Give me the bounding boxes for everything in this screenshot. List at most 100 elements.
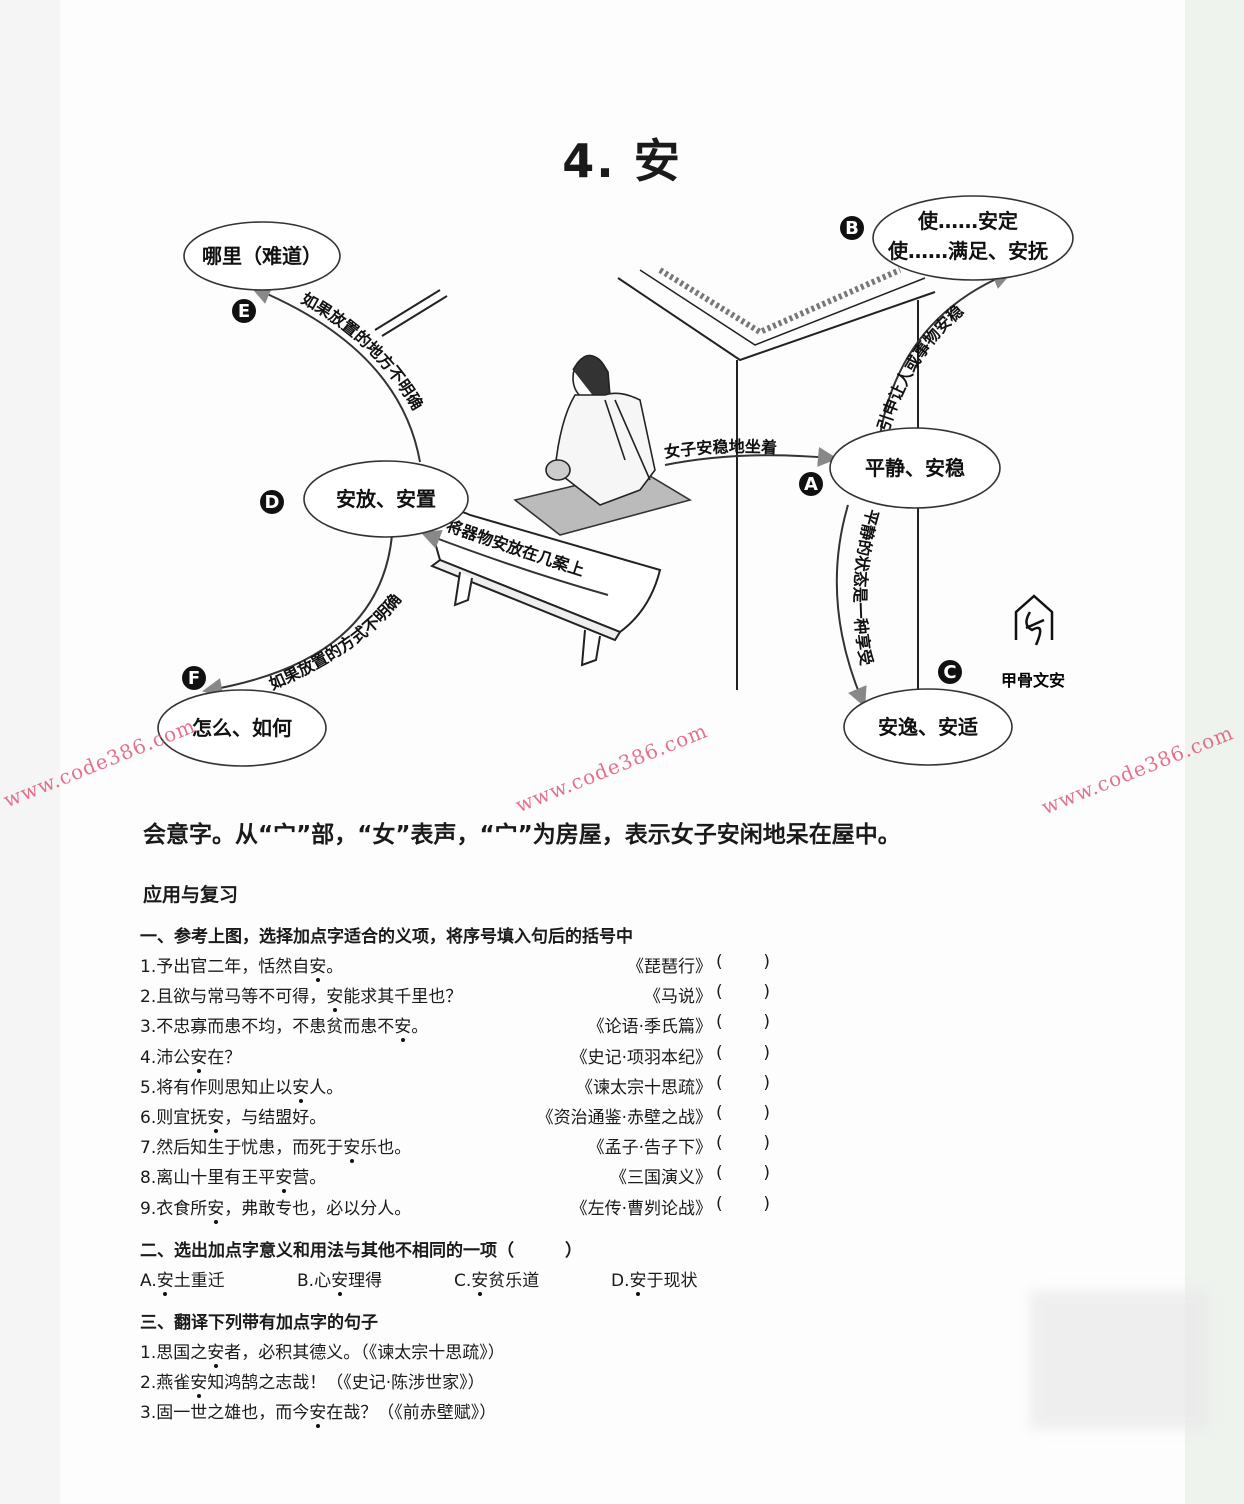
text-after: 乐也。 <box>360 1138 412 1159</box>
dotted-character: 安 <box>394 1012 411 1043</box>
item-number: B. <box>297 1271 315 1291</box>
answer-blank[interactable]: () <box>716 1012 770 1033</box>
blurred-corner <box>1030 1290 1210 1430</box>
answer-blank[interactable]: () <box>716 1042 770 1063</box>
sentence: 8.离山十里有王平安营。 <box>140 1163 327 1194</box>
dotted-character: 安 <box>326 982 343 1013</box>
review-heading: 应用与复习 <box>143 884 239 906</box>
choice-option[interactable]: B.心安理得 <box>297 1266 383 1296</box>
svg-text:A: A <box>804 474 818 495</box>
answer-blank[interactable]: () <box>716 1133 770 1154</box>
badge-C: C <box>938 660 962 684</box>
item-number: 5. <box>140 1077 157 1098</box>
item-number: A. <box>140 1271 157 1291</box>
item-number: 2. <box>140 987 157 1008</box>
dotted-character: 安 <box>343 1133 360 1164</box>
item-number: 9. <box>140 1198 157 1219</box>
text-before: 心 <box>314 1271 332 1291</box>
sentence: 9.衣食所安，弗敢专也，必以分人。 <box>140 1194 411 1224</box>
item-number: 6. <box>140 1108 157 1128</box>
dotted-character: 安 <box>207 1103 224 1133</box>
node-B-line1: 使……安定 <box>917 209 1018 233</box>
answer-blank[interactable]: () <box>716 1193 770 1214</box>
item-number: 2. <box>140 1373 157 1393</box>
choice-option[interactable]: A.安土重迁 <box>140 1266 225 1296</box>
item-number: 8. <box>140 1168 157 1189</box>
text-before: 衣食所 <box>156 1198 208 1219</box>
badge-D: D <box>260 490 284 514</box>
text-after: 贫乐道 <box>488 1271 540 1291</box>
node-D-text: 安放、安置 <box>336 487 436 511</box>
source-title: 《资治通鉴·赤壁之战》 <box>536 1108 712 1128</box>
text-before: 思国之 <box>156 1343 208 1363</box>
question-row: 3.不忠寡而患不均，不患贫而患不安。《论语·季氏篇》() <box>140 1012 780 1043</box>
dotted-character: 安 <box>309 952 326 982</box>
sentence: 3.不忠寡而患不均，不患贫而患不安。 <box>140 1012 429 1043</box>
answer-blank[interactable]: () <box>716 1103 770 1123</box>
text-after: 于现状 <box>646 1271 698 1291</box>
text-after: 。 <box>411 1017 429 1038</box>
question-row: 5.将有作则思知止以安人。《谏太宗十思疏》() <box>140 1073 780 1103</box>
text-before: 沛公 <box>156 1047 191 1068</box>
answer-blank[interactable]: () <box>716 1163 770 1184</box>
source-title: 《谏太宗十思疏》 <box>576 1077 712 1098</box>
answer-blank[interactable]: () <box>716 1072 770 1093</box>
text-after: 在？ <box>207 1047 242 1068</box>
answer-blank[interactable]: () <box>716 982 770 1003</box>
dotted-character: 安 <box>309 1398 326 1428</box>
choice-option[interactable]: D.安于现状 <box>611 1266 698 1296</box>
woman-illustration <box>513 354 693 536</box>
dotted-character: 安 <box>630 1266 647 1296</box>
edge-label-D-F: 如果放置的方式不明确 <box>266 590 405 694</box>
sentence: 6.则宜抚安，与结盟好。 <box>140 1103 326 1133</box>
question-row: 8.离山十里有王平安营。《三国演义》() <box>140 1163 780 1194</box>
edge-label-D-E: 如果放置的地方不明确 <box>298 289 427 413</box>
svg-text:F: F <box>188 668 200 689</box>
node-D-ellipse <box>303 460 469 538</box>
text-before: 则宜抚 <box>156 1108 208 1128</box>
node-F-ellipse <box>157 689 327 767</box>
source-title: 《马说》 <box>644 987 712 1008</box>
text-before: 将有作则思知止以 <box>156 1077 293 1098</box>
text-before: 离山十里有王平 <box>156 1168 276 1189</box>
translation-row: 2.燕雀安知鸿鹄之志哉！（《史记·陈涉世家》） <box>140 1368 780 1398</box>
text-after: 理得 <box>348 1271 383 1291</box>
node-A-ellipse <box>829 427 1001 509</box>
meaning-diagram: 如果放置的地方不明确 如果放置的方式不明确 将器物安放在几案上 女子安稳地坐着 … <box>157 195 1074 767</box>
text-after: 。 <box>326 957 344 977</box>
badge-F: F <box>182 666 206 690</box>
section3-heading: 三、翻译下列带有加点字的句子 <box>140 1313 378 1333</box>
question-row: 6.则宜抚安，与结盟好。 《资治通鉴·赤壁之战》() <box>140 1103 780 1133</box>
arrow-D-to-F <box>202 534 393 698</box>
arrow-D-to-E <box>250 285 421 463</box>
text-after: 土重迁 <box>173 1271 225 1291</box>
question-row: 4.沛公安在？《史记·项羽本纪》() <box>140 1043 780 1073</box>
node-E-ellipse <box>183 221 341 291</box>
item-number: 1. <box>140 1343 157 1363</box>
choice-option[interactable]: C.安贫乐道 <box>454 1266 540 1296</box>
text-before: 然后知生于忧患，而死于 <box>156 1138 344 1159</box>
dotted-character: 安 <box>207 1194 224 1224</box>
text-before: 不忠寡而患不均，不患贫而患不 <box>156 1017 395 1038</box>
node-F-text: 怎么、如何 <box>192 716 292 740</box>
item-number: 3. <box>140 1017 157 1038</box>
node-B-line2: 使……满足、安抚 <box>887 239 1048 263</box>
translation-row: 3.固一世之雄也，而今安在哉？（《前赤壁赋》） <box>140 1398 780 1428</box>
item-number: 7. <box>140 1138 157 1159</box>
arrow-A-to-B <box>879 270 1013 436</box>
answer-blank[interactable]: () <box>716 952 770 972</box>
sentence: 2.且欲与常马等不可得，安能求其千里也？ <box>140 982 462 1013</box>
text-after: 人。 <box>309 1077 344 1098</box>
text-after: 知鸿鹄之志哉！（《史记·陈涉世家》） <box>207 1373 485 1393</box>
badge-A: A <box>799 472 823 496</box>
dotted-character: 安 <box>331 1266 348 1296</box>
svg-text:E: E <box>238 301 250 322</box>
item-number: D. <box>611 1271 630 1291</box>
badge-E: E <box>232 299 256 323</box>
dotted-character: 安 <box>190 1368 207 1398</box>
edge-label-A-C: 平静的状态是一种享受 <box>850 507 882 667</box>
text-after: 营。 <box>292 1168 327 1189</box>
item-number: C. <box>454 1271 472 1291</box>
node-A-text: 平静、安稳 <box>865 456 965 480</box>
oracle-bone-glyph-icon <box>1014 594 1054 646</box>
